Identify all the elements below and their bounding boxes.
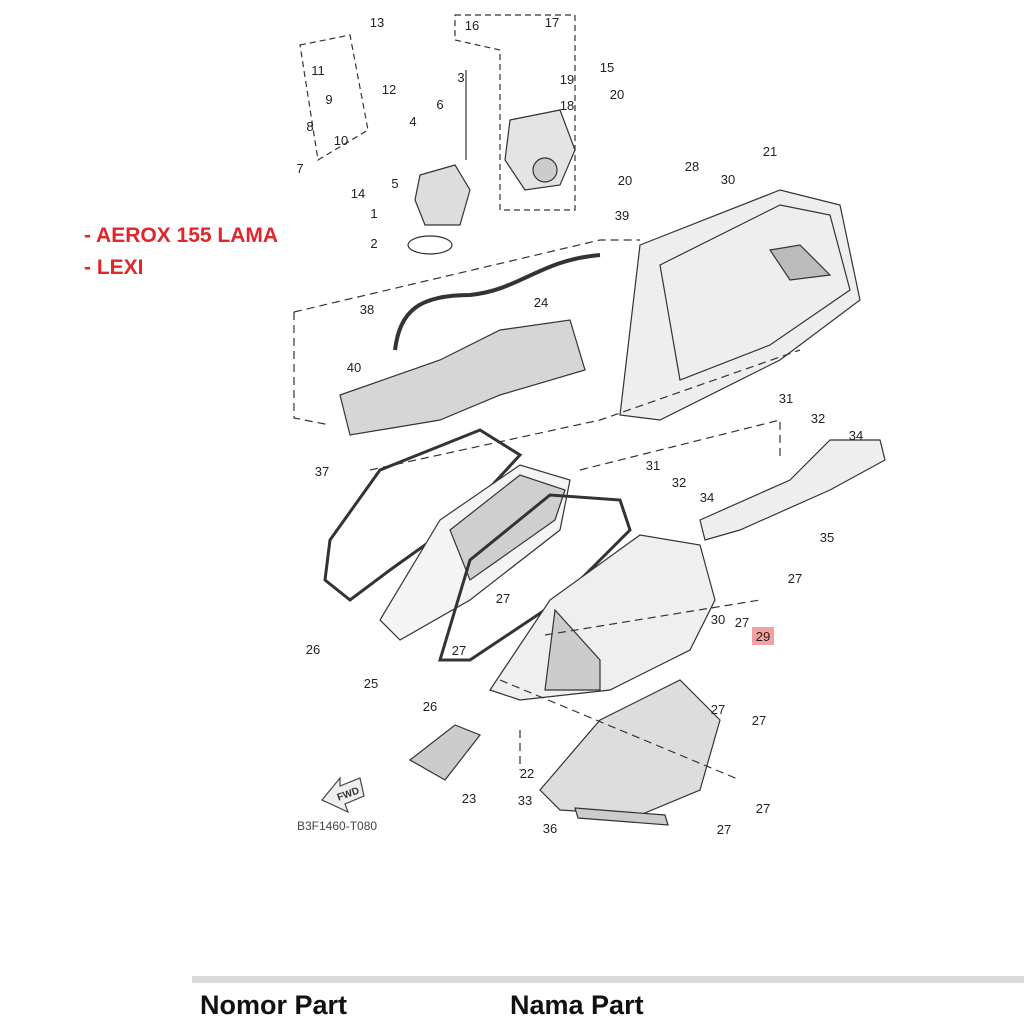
callout-30: 30 — [721, 172, 735, 187]
callout-36: 36 — [543, 821, 557, 836]
callout-27: 27 — [717, 822, 731, 837]
gasket — [437, 493, 632, 662]
callout-18: 18 — [560, 98, 574, 113]
carb-detail-box — [299, 34, 369, 161]
callout-27: 27 — [788, 571, 802, 586]
callout-4: 4 — [409, 114, 416, 129]
cover-inner-panel — [544, 608, 601, 691]
intake-duct — [408, 724, 481, 781]
callout-16: 16 — [465, 18, 479, 33]
callout-28: 28 — [685, 159, 699, 174]
throttle-detail-box — [454, 14, 576, 211]
callout-10: 10 — [334, 133, 348, 148]
callout-40: 40 — [347, 360, 361, 375]
callout-30: 30 — [711, 612, 725, 627]
model-note-lexi: - LEXI — [84, 256, 144, 279]
callout-14: 14 — [351, 186, 365, 201]
callout-32: 32 — [811, 411, 825, 426]
bracket — [699, 439, 886, 541]
callout-24: 24 — [534, 295, 548, 310]
callout-highlight — [752, 627, 774, 645]
callout-13: 13 — [370, 15, 384, 30]
callout-6: 6 — [436, 97, 443, 112]
callout-27: 27 — [711, 702, 725, 717]
air-box-inner — [659, 204, 851, 381]
callout-2: 2 — [370, 236, 377, 251]
model-note-aerox: - AEROX 155 LAMA — [84, 224, 279, 247]
breather-hose — [393, 253, 601, 351]
callout-37: 37 — [315, 464, 329, 479]
callout-27: 27 — [735, 615, 749, 630]
fwd-arrow-icon: FWD — [321, 776, 365, 814]
callout-3: 3 — [457, 70, 464, 85]
joint-gasket — [407, 235, 453, 255]
air-box-duct — [768, 244, 832, 281]
table-divider — [192, 976, 1024, 983]
callout-5: 5 — [391, 176, 398, 191]
callout-27: 27 — [752, 713, 766, 728]
callout-29: 29 — [756, 629, 770, 644]
callout-19: 19 — [560, 72, 574, 87]
lower-cover — [539, 679, 721, 816]
leader-lines — [293, 239, 801, 781]
callout-26: 26 — [423, 699, 437, 714]
callout-25: 25 — [364, 676, 378, 691]
throttle-pulley — [532, 157, 558, 183]
callout-1: 1 — [370, 206, 377, 221]
callout-9: 9 — [325, 92, 332, 107]
callout-31: 31 — [779, 391, 793, 406]
callout-27: 27 — [756, 801, 770, 816]
callout-27: 27 — [452, 643, 466, 658]
callout-7: 7 — [296, 161, 303, 176]
callout-34: 34 — [849, 428, 863, 443]
callout-15: 15 — [600, 60, 614, 75]
callout-21: 21 — [763, 144, 777, 159]
column-header-part-name: Nama Part — [510, 990, 644, 1020]
diagram-code: B3F1460-T080 — [297, 819, 377, 833]
callout-31: 31 — [646, 458, 660, 473]
column-header-part-number: Nomor Part — [200, 990, 348, 1020]
trim-strip — [574, 807, 669, 826]
diagram-linework — [293, 14, 886, 826]
callout-22: 22 — [520, 766, 534, 781]
callout-20: 20 — [618, 173, 632, 188]
intake-boot — [339, 319, 586, 436]
callout-23: 23 — [462, 791, 476, 806]
callout-8: 8 — [306, 119, 313, 134]
callout-17: 17 — [545, 15, 559, 30]
callout-33: 33 — [518, 793, 532, 808]
callout-38: 38 — [360, 302, 374, 317]
callout-11: 11 — [311, 63, 325, 78]
callout-35: 35 — [820, 530, 834, 545]
air-box-cover — [489, 534, 716, 701]
callout-20: 20 — [610, 87, 624, 102]
callout-27: 27 — [496, 591, 510, 606]
callout-12: 12 — [382, 82, 396, 97]
callout-34: 34 — [700, 490, 714, 505]
fwd-arrow-shape — [321, 776, 365, 814]
callout-26: 26 — [306, 642, 320, 657]
callout-39: 39 — [615, 208, 629, 223]
callout-32: 32 — [672, 475, 686, 490]
carburetor — [414, 164, 471, 226]
